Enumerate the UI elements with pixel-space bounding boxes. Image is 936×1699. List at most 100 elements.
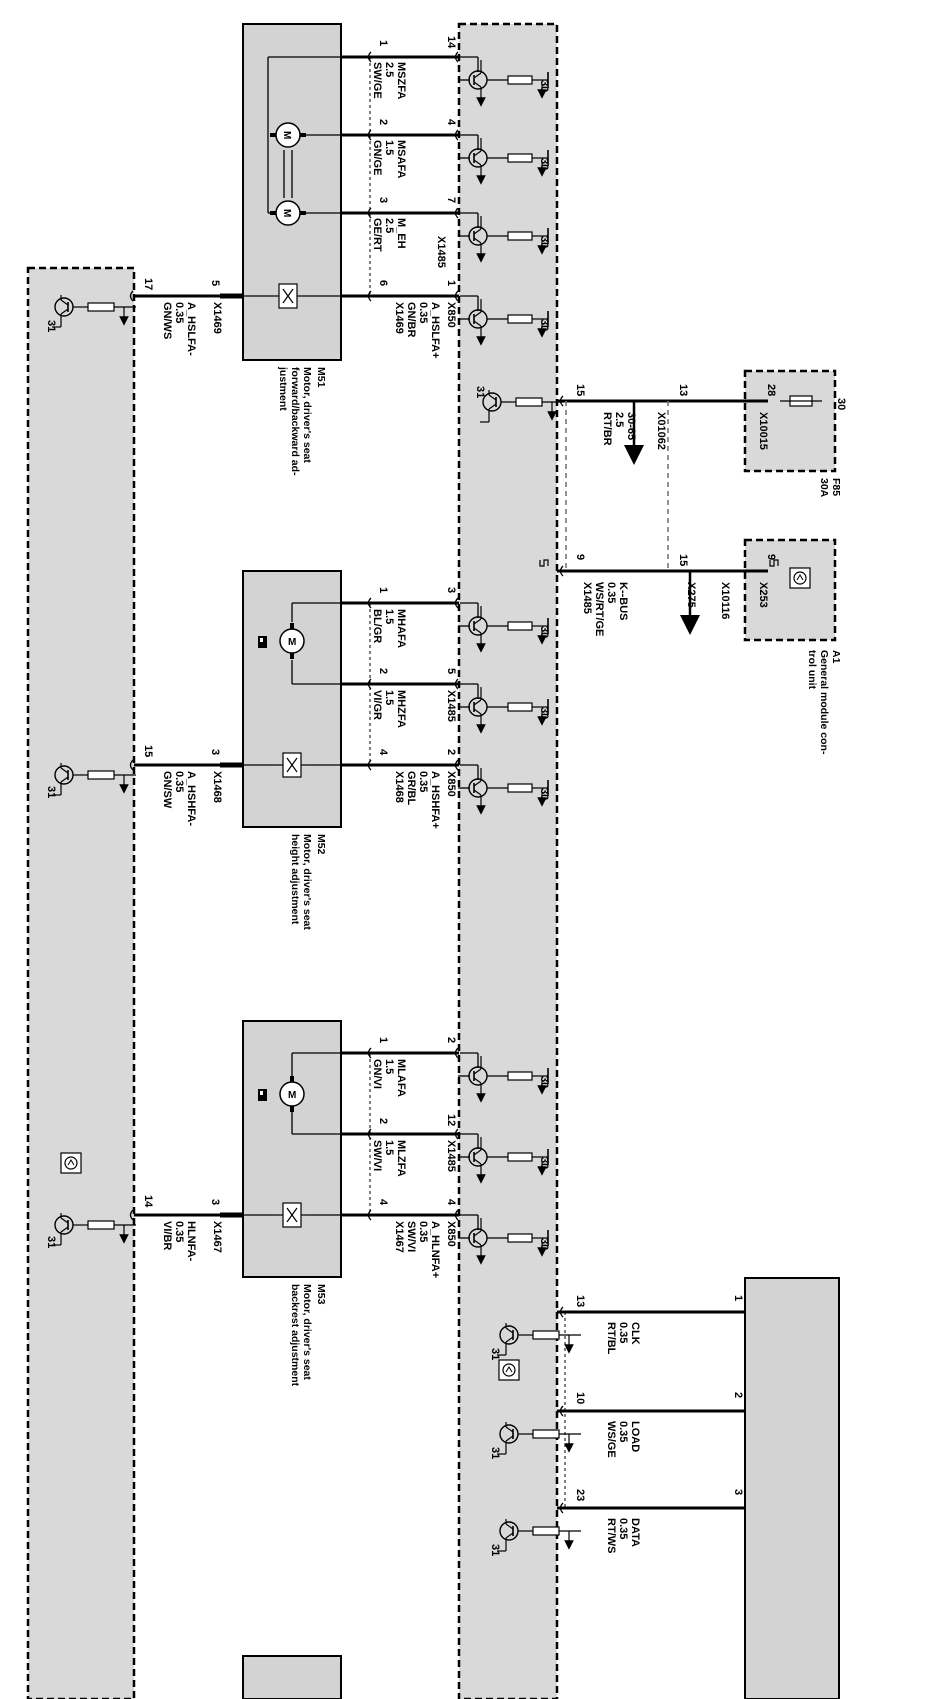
m53-pin: 4: [377, 1199, 389, 1206]
m53-sensor-size: 0.35: [173, 1221, 185, 1242]
motor-partial-box: [242, 1655, 342, 1699]
module-control-area: [457, 22, 559, 1699]
a1-code: A1: [830, 650, 842, 664]
m53-module-pin: 4: [445, 1199, 457, 1206]
m52-pin: 1: [377, 587, 389, 593]
m51-module-connector: X850: [445, 302, 457, 328]
m53-code: M53: [315, 1284, 327, 1305]
kbus-module-icon: [539, 559, 549, 567]
ground-31: 31: [45, 786, 57, 798]
supply-30: 30: [538, 788, 550, 800]
m52-size: 1.5: [383, 609, 395, 624]
f85-pin: 28: [765, 384, 777, 396]
supply-30: 30: [538, 80, 550, 92]
m51-signal: MSAFA: [395, 140, 407, 179]
ground-31: 31: [489, 1348, 501, 1360]
m51-size: 1.5: [383, 140, 395, 155]
m52-color: BL/GR: [371, 609, 383, 643]
ground-31: 31: [474, 386, 486, 398]
m51-motor-connector: X1469: [393, 302, 405, 334]
m51-size: 2.5: [383, 62, 395, 77]
m53-color: SW/VI: [371, 1140, 383, 1171]
ground-31: 31: [489, 1447, 501, 1459]
m52-sensor-signal: A_HSHFA-: [185, 771, 197, 826]
m52-module-connector: X850: [445, 771, 457, 797]
ground-module-icon: [60, 1152, 82, 1174]
text-layer: 30 30 30 30 30 30 30 30 30 30 31 31 31 3…: [45, 36, 847, 1556]
m51-pin: 6: [377, 280, 389, 286]
bus-size: 0.35: [617, 1322, 629, 1343]
bus-ecu-pin: 3: [732, 1489, 744, 1495]
m53-module-connector: X850: [445, 1221, 457, 1247]
kbus-connector: X1485: [581, 582, 593, 614]
m53-pin: 1: [377, 1037, 389, 1043]
m52-code: M52: [315, 834, 327, 855]
module-ground-area: [26, 266, 136, 1699]
m51-code: M51: [315, 367, 327, 388]
m53-size: 1.5: [383, 1140, 395, 1155]
m53-motor-connector: X1467: [393, 1221, 405, 1253]
power-module-pin: 15: [574, 384, 586, 396]
m51-sensor-connector: X1469: [211, 302, 223, 334]
bus-size: 0.35: [617, 1518, 629, 1539]
supply-30: 30: [538, 158, 550, 170]
a1-connector: X253: [757, 582, 769, 608]
fuse-symbol: [780, 395, 822, 407]
power-color: RT/BR: [601, 412, 613, 446]
supply-30: 30: [538, 1076, 550, 1088]
m52-pin: 4: [377, 749, 389, 756]
supply-30: 30: [538, 1238, 550, 1250]
m51-size: 0.35: [417, 302, 429, 323]
kbus-a1-pin: 9: [765, 554, 777, 560]
ground-31: 31: [489, 1544, 501, 1556]
power-size: 2.5: [613, 412, 625, 427]
f85-rating: 30A: [818, 478, 830, 498]
m53-sensor-color: VI/BR: [161, 1221, 173, 1250]
bus-module-pin: 23: [574, 1489, 586, 1501]
power-splice-pin: 13: [677, 384, 689, 396]
m51-sensor-size: 0.35: [173, 302, 185, 323]
supply-30: 30: [538, 1157, 550, 1169]
m52-desc: Motor, driver's seat: [301, 834, 313, 930]
m52-color: GR/BL: [405, 771, 417, 806]
m51-module-pin: 7: [445, 197, 457, 203]
bus-module-pin: 10: [574, 1392, 586, 1404]
m51-color: GN/BR: [405, 302, 417, 338]
f85-connector: X10015: [757, 412, 769, 450]
a1-module-box: [743, 538, 837, 642]
f85-supply: 30: [835, 398, 847, 410]
supply-30: 30: [538, 319, 550, 331]
module-drivers: [52, 56, 581, 1551]
bus-signal: LOAD: [629, 1421, 641, 1452]
fuse-f85-box: [743, 369, 837, 473]
bus-module-pin: 13: [574, 1295, 586, 1307]
m52-module-pin: 2: [445, 749, 457, 755]
m52-sensor-size: 0.35: [173, 771, 185, 792]
m51-signal: M_EH: [395, 218, 407, 249]
m52-pin: 2: [377, 668, 389, 674]
m53-internals: [243, 1052, 341, 1228]
supply-30: 30: [538, 707, 550, 719]
m51-pin: 2: [377, 119, 389, 125]
m51-desc: Motor, driver's seat: [301, 367, 313, 463]
m53-size: 1.5: [383, 1059, 395, 1074]
m53-signal: MLAFA: [395, 1059, 407, 1097]
supply-30: 30: [538, 236, 550, 248]
f85-code: F85: [830, 478, 842, 496]
m53-sensor-signal: HLNFA-: [185, 1221, 197, 1262]
m53-sensor-module-pin: 14: [142, 1195, 154, 1208]
a1-module-icon: [789, 567, 811, 589]
power-signal: 30-65: [625, 412, 637, 440]
m52-signal: MHAFA: [395, 609, 407, 648]
m52-signal: MHZFA: [395, 690, 407, 728]
m53-color: GN/VI: [371, 1059, 383, 1089]
kbus-signal-icon: [769, 559, 779, 567]
m53-desc: Motor, driver's seat: [301, 1284, 313, 1380]
m52-connector: X1485: [445, 690, 457, 722]
m52-color: VI/GR: [371, 690, 383, 720]
m52-signal: A_HSHFA+: [429, 771, 441, 829]
motor-wires: [134, 55, 768, 1510]
m51-sensor-color: GN/WS: [161, 302, 173, 339]
m53-color: SW/VI: [405, 1221, 417, 1252]
